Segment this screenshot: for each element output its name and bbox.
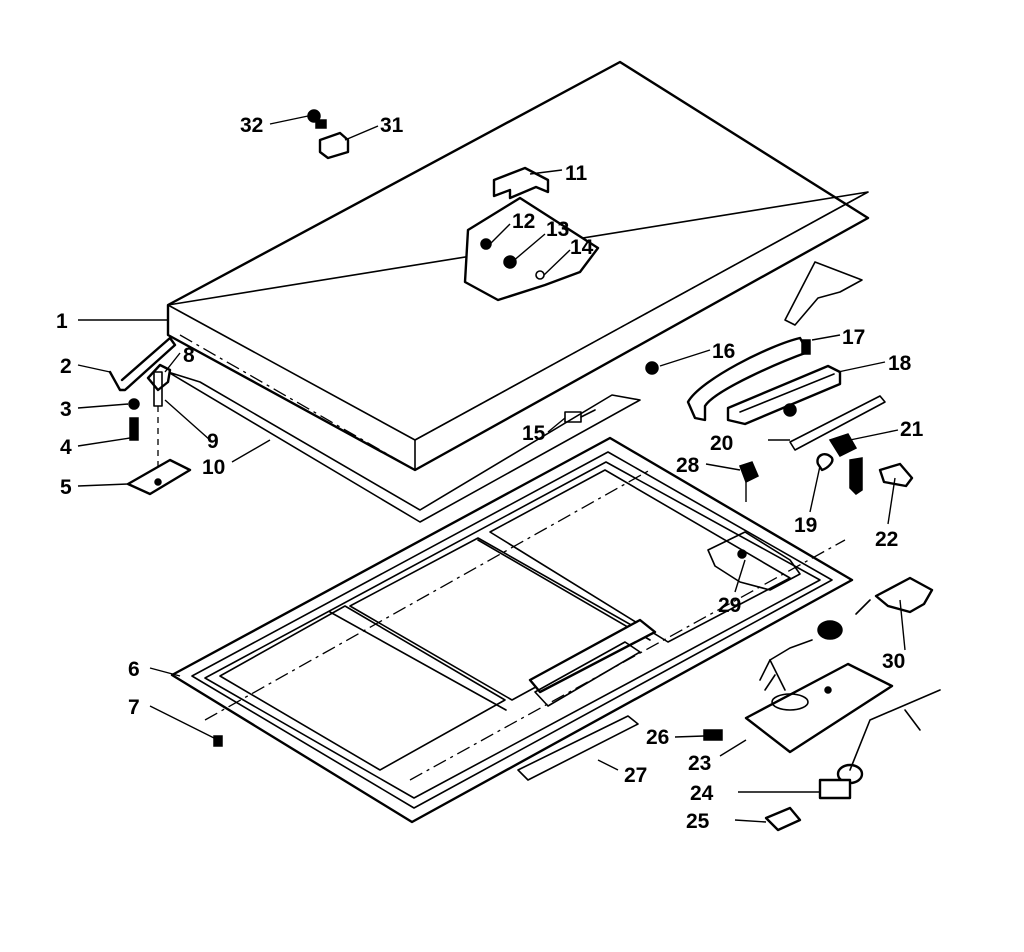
screw-7	[213, 735, 223, 747]
callout-3: 3	[60, 398, 72, 421]
callout-9: 9	[207, 430, 219, 453]
lock-parts	[816, 433, 914, 495]
callout-32: 32	[240, 114, 263, 137]
callout-8: 8	[183, 344, 195, 367]
callout-2: 2	[60, 355, 72, 378]
callout-31: 31	[380, 114, 404, 137]
cabinet-top-frame	[170, 436, 854, 824]
callout-11: 11	[565, 162, 588, 185]
callout-30: 30	[882, 650, 905, 673]
callout-13: 13	[546, 218, 569, 241]
handle-channel	[726, 364, 842, 426]
hinge-parts	[108, 336, 192, 496]
callout-27: 27	[624, 764, 647, 787]
callout-17: 17	[842, 326, 865, 349]
gasket-strip	[789, 395, 886, 451]
callout-12: 12	[512, 210, 535, 233]
callout-24: 24	[690, 782, 714, 805]
leader-lines	[77, 115, 906, 823]
callout-23: 23	[688, 752, 711, 775]
callout-28: 28	[676, 454, 700, 477]
callout-25: 25	[686, 810, 710, 833]
light-bulb	[764, 806, 802, 832]
callout-7: 7	[128, 696, 140, 719]
callout-6: 6	[128, 658, 140, 681]
screw-15	[564, 409, 596, 423]
access-plate	[463, 196, 600, 302]
callout-29: 29	[718, 594, 741, 617]
callout-14: 14	[570, 236, 594, 259]
trim-strip	[517, 715, 639, 781]
latch-28	[739, 461, 759, 502]
callout-16: 16	[712, 340, 735, 363]
callout-1: 1	[56, 310, 68, 333]
callout-19: 19	[794, 514, 817, 537]
screw-26	[703, 729, 723, 741]
callout-labels: 1 2 3 4 5 6 7 8 9 10 11 12 13 14 15 16 1…	[56, 114, 924, 833]
callout-22: 22	[875, 528, 898, 551]
callout-18: 18	[888, 352, 912, 375]
light-socket	[818, 689, 941, 800]
latch-keeper	[492, 166, 550, 200]
bumper-and-screw	[307, 109, 350, 160]
callout-26: 26	[646, 726, 669, 749]
light-cover	[744, 662, 894, 754]
handle-and-hardware	[645, 336, 811, 422]
wiring-cluster	[759, 620, 843, 691]
switch-block	[855, 576, 934, 615]
callout-20: 20	[710, 432, 733, 455]
callout-4: 4	[60, 436, 72, 459]
callout-15: 15	[522, 422, 546, 445]
callout-5: 5	[60, 476, 72, 499]
callout-10: 10	[202, 456, 225, 479]
callout-21: 21	[900, 418, 924, 441]
